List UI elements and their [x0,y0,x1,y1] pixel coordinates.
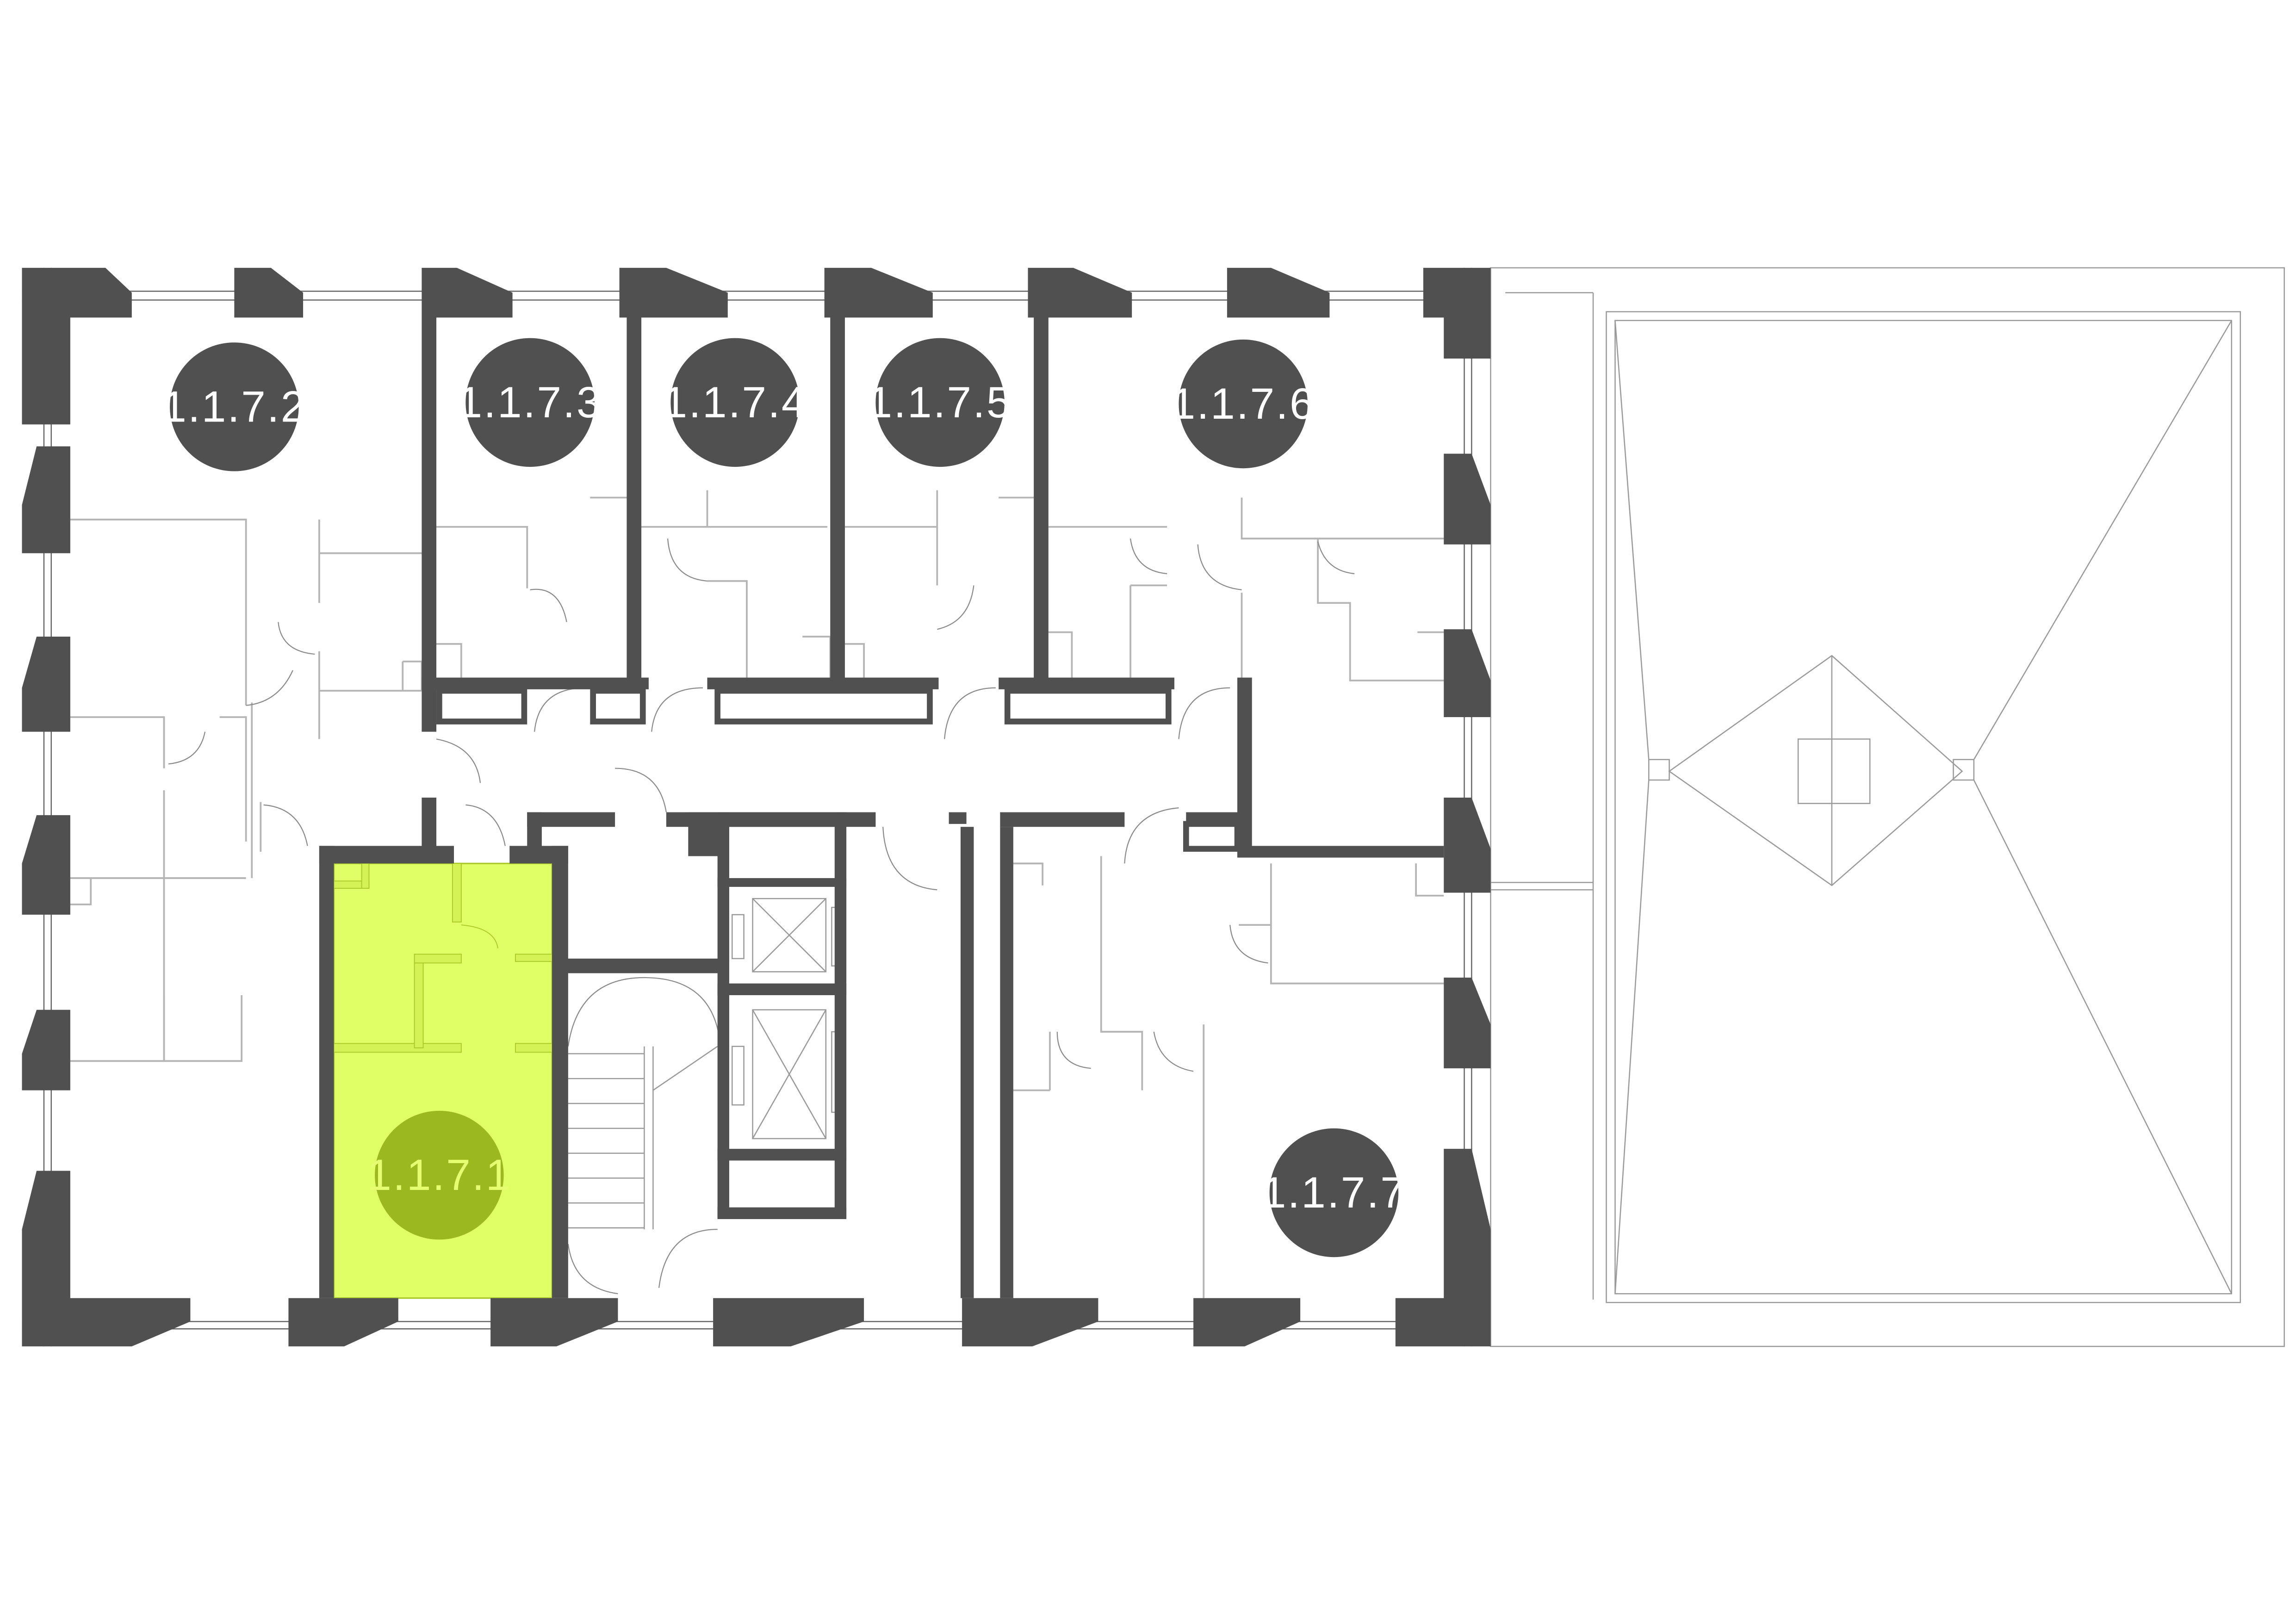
unit-label: 1.1.7.2 [162,382,306,431]
terrace [1490,267,2285,1347]
unit-label: 1.1.7.6 [1171,379,1315,428]
unit-label: 1.1.7.7 [1262,1168,1406,1217]
elevators [732,898,841,1140]
unit-badge-1.1.7.3[interactable]: 1.1.7.3 [458,338,602,467]
unit-badge-1.1.7.7[interactable]: 1.1.7.7 [1262,1128,1406,1258]
unit-badge-1.1.7.1-selected[interactable]: 1.1.7.1 [367,1110,511,1240]
unit-label: 1.1.7.5 [868,378,1012,427]
unit-1.1.7.1-partitions [333,863,552,1053]
unit-label: 1.1.7.3 [458,378,602,427]
unit-badge-1.1.7.4[interactable]: 1.1.7.4 [663,338,807,467]
walls [22,267,1491,1347]
unit-badge-1.1.7.5[interactable]: 1.1.7.5 [868,338,1012,467]
unit-label: 1.1.7.1 [367,1151,511,1200]
unit-badge-1.1.7.2[interactable]: 1.1.7.2 [162,342,306,471]
unit-badge-1.1.7.6[interactable]: 1.1.7.6 [1171,339,1315,469]
interior-partitions [70,490,1444,1298]
doors [168,538,1355,1295]
unit-label: 1.1.7.4 [663,378,807,427]
storage-boxes [436,688,1241,852]
stairwell [567,977,721,1230]
